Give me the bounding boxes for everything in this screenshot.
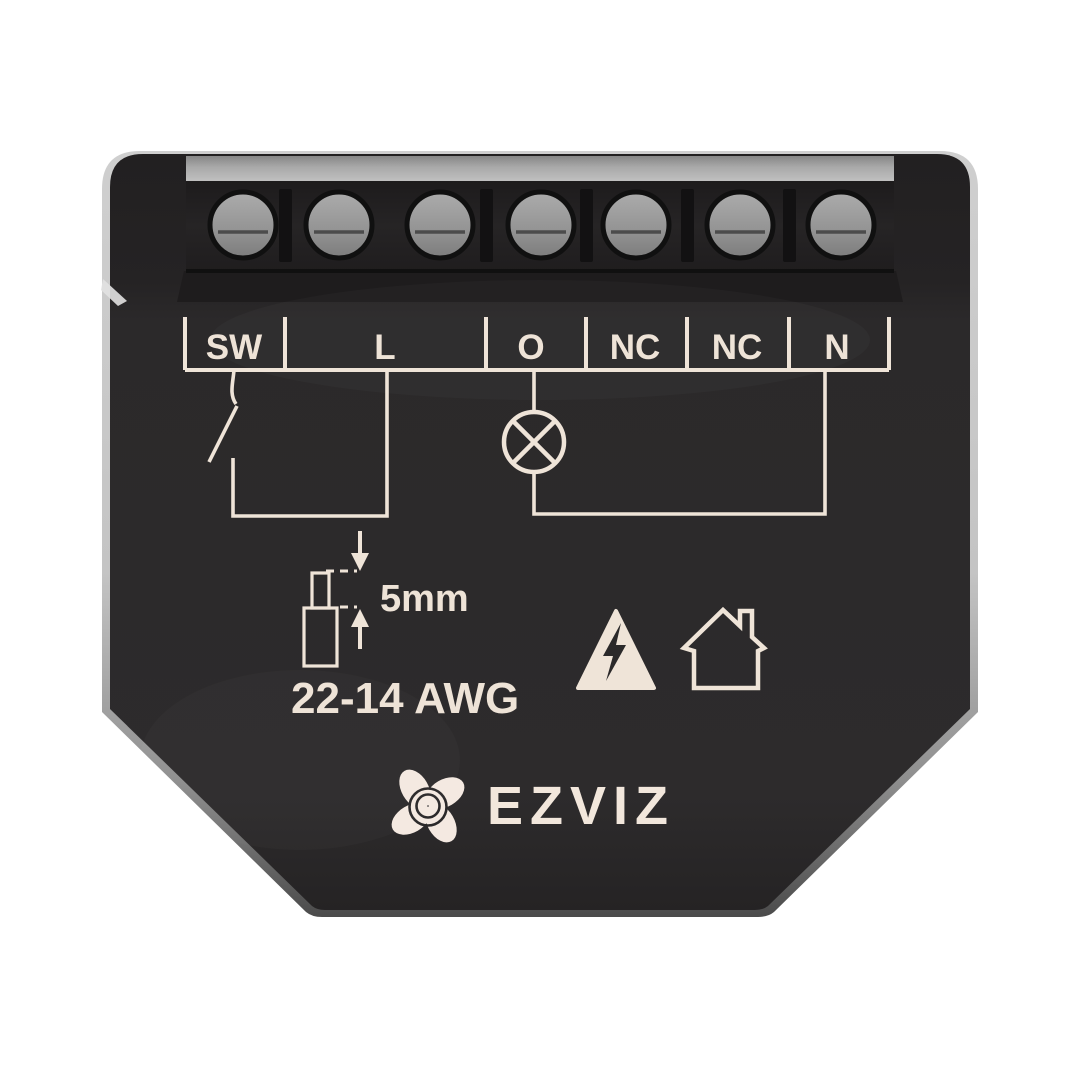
- wire-strip-gauge-icon: [302, 531, 369, 668]
- device-body: [110, 154, 970, 910]
- terminal-label-sw: SW: [206, 328, 262, 367]
- terminal-labels: SW L O NC NC N: [206, 328, 850, 367]
- terminal-divider-bars: [279, 189, 796, 262]
- face-sheen: [210, 280, 870, 400]
- terminal-screw: [207, 189, 279, 261]
- terminal-screw: [505, 189, 577, 261]
- switch-circuit-symbol: [207, 369, 389, 518]
- wire-gauge-label: 22-14 AWG: [291, 674, 519, 723]
- lightning-bolt-icon: [603, 623, 626, 681]
- terminal-screw: [805, 189, 877, 261]
- terminal-screws: [207, 189, 877, 261]
- brand-wordmark: EZVIZ: [487, 776, 675, 836]
- terminal-block-top-strip: [186, 156, 894, 181]
- terminal-label-l: L: [374, 328, 395, 367]
- terminal-block-bevel: [177, 271, 903, 302]
- terminal-screw: [600, 189, 672, 261]
- terminal-screw: [704, 189, 776, 261]
- electrical-hazard-triangle-icon: [576, 609, 656, 690]
- arrow-up-icon: [351, 609, 369, 627]
- terminal-label-nc2: NC: [712, 328, 763, 367]
- wiring-diagram: [183, 317, 891, 691]
- terminal-screw: [404, 189, 476, 261]
- edge-highlight: [101, 279, 127, 306]
- lamp-circuit-symbol: [501, 371, 827, 516]
- terminal-label-n: N: [824, 328, 849, 367]
- indoor-use-house-icon: [679, 606, 768, 691]
- terminal-screw: [303, 189, 375, 261]
- ezviz-flower-logo-icon: [391, 769, 465, 843]
- strip-length-label: 5mm: [380, 578, 469, 620]
- face-sheen: [140, 670, 460, 850]
- terminal-label-o: O: [517, 328, 544, 367]
- terminal-label-nc1: NC: [610, 328, 661, 367]
- arrow-down-icon: [351, 553, 369, 571]
- terminal-label-grid: [183, 317, 891, 372]
